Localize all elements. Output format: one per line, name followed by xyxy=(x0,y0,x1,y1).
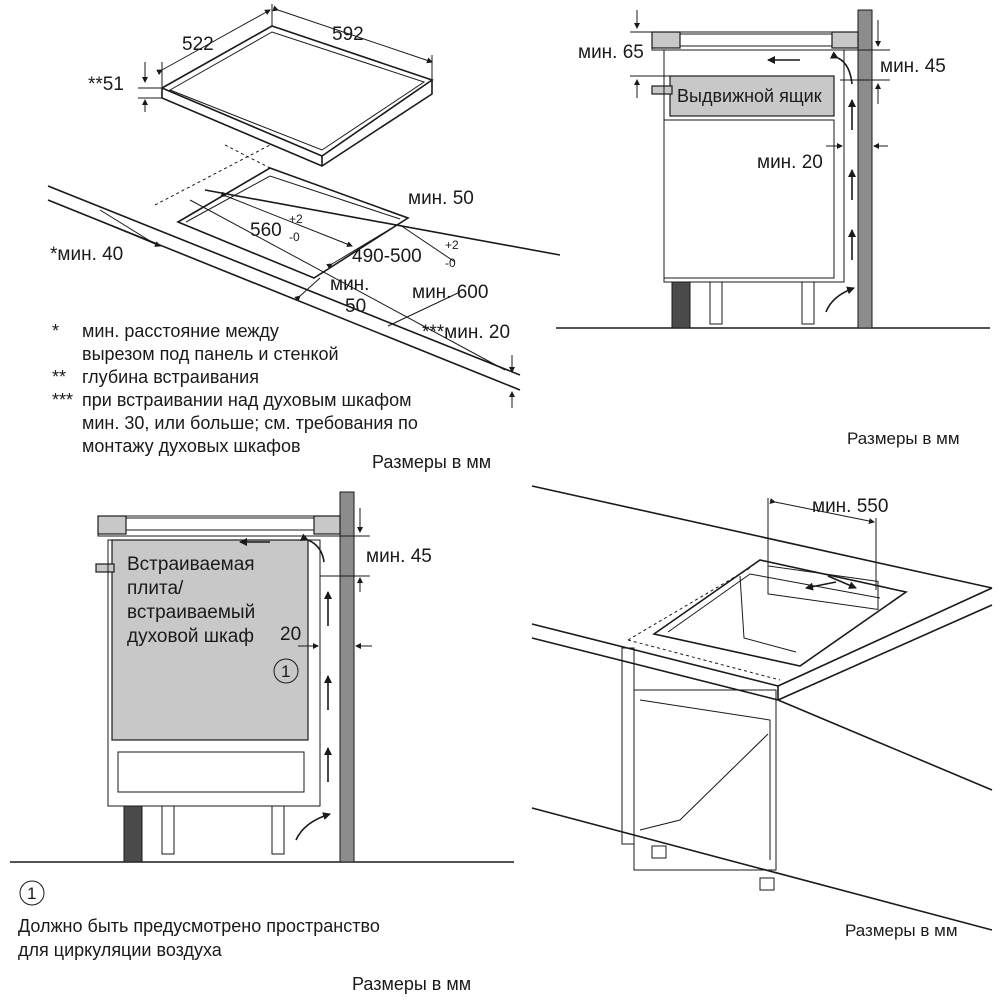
dim-min-50-front: мин. xyxy=(330,274,369,295)
footnote-mark: ** xyxy=(52,367,67,387)
footnote-text: мин. 30, или больше; см. требования по xyxy=(82,413,418,433)
footnote-line: вырезом под панель и стенкой xyxy=(52,343,418,366)
dim-490-500: 490-500 xyxy=(352,246,422,267)
wall xyxy=(339,491,355,863)
dim-min-50-front-value: 50 xyxy=(345,296,366,317)
units-label-bottom-right: Размеры в мм xyxy=(845,921,958,940)
footnote-line: мин. 30, или больше; см. требования по xyxy=(52,412,418,435)
cutout xyxy=(154,144,410,279)
footnote-mark: *** xyxy=(52,390,74,410)
dim-592: 592 xyxy=(332,24,364,45)
units-label-top-right: Размеры в мм xyxy=(847,429,960,448)
note-line-1: Должно быть предусмотрено пространство xyxy=(18,916,380,936)
panel-oven-install: Встраиваемая плита/ встраиваемый духовой… xyxy=(10,491,514,994)
footnote-line: * мин. расстояние между xyxy=(52,320,418,343)
drawer xyxy=(669,75,835,117)
dim-51: **51 xyxy=(88,74,124,95)
dim-490-tol-plus: +2 xyxy=(445,238,459,252)
panel-drawer-install: мин. 65 мин. 45 Выдвижной ящик мин. 20 Р… xyxy=(556,9,990,448)
dim-560-tol-minus: -0 xyxy=(289,230,300,244)
panel-cabinet-cutout: мин. 550 Размеры в мм xyxy=(531,485,993,940)
dim-min-40: *мин. 40 xyxy=(50,244,123,265)
units-label-bottom-left: Размеры в мм xyxy=(352,974,471,994)
wall xyxy=(857,9,873,329)
footnote-text: монтажу духовых шкафов xyxy=(82,436,301,456)
oven-label-4: духовой шкаф xyxy=(127,626,254,647)
dim-20: 20 xyxy=(280,624,301,645)
drawer-label: Выдвижной ящик xyxy=(677,86,822,106)
panel-hob-cutout: 522 592 **51 560 +2 -0 490-500 +2 -0 мин… xyxy=(47,4,561,408)
note-line-2: для циркуляции воздуха xyxy=(18,940,223,960)
dim-560: 560 xyxy=(250,220,282,241)
dim-522: 522 xyxy=(182,34,214,55)
footnote-line: ** глубина встраивания xyxy=(52,366,418,389)
units-label-top-left: Размеры в мм xyxy=(372,452,492,472)
dim-min-550: мин. 550 xyxy=(812,496,888,517)
oven-label-2: плита/ xyxy=(127,578,184,599)
footnote-legend: * мин. расстояние между вырезом под панел… xyxy=(52,320,418,458)
footnote-line: монтажу духовых шкафов xyxy=(52,435,418,458)
footnote-text: вырезом под панель и стенкой xyxy=(82,344,339,364)
dim-min-20: мин. 20 xyxy=(757,152,823,173)
dim-min-45: мин. 45 xyxy=(366,546,432,567)
footnote-line: *** при встраивании над духовым шкафом xyxy=(52,389,418,412)
oven-label-3: встраиваемый xyxy=(127,602,255,623)
dim-560-tol-plus: +2 xyxy=(289,212,303,226)
footnote-text: глубина встраивания xyxy=(82,367,259,387)
dim-min-65: мин. 65 xyxy=(578,42,644,63)
marker-number: 1 xyxy=(281,662,290,681)
dim-min-20: ***мин. 20 xyxy=(422,322,510,343)
footnote-mark: * xyxy=(52,321,60,341)
oven xyxy=(111,539,309,741)
dim-min-600: мин. 600 xyxy=(412,282,488,303)
note-marker-number: 1 xyxy=(27,884,36,903)
footnote-text: при встраивании над духовым шкафом xyxy=(82,390,412,410)
dim-490-tol-minus: -0 xyxy=(445,256,456,270)
hob-cutout xyxy=(652,559,908,667)
dim-min-45: мин. 45 xyxy=(880,56,946,77)
oven-label-1: Встраиваемая xyxy=(127,554,255,575)
dim-min-50-right: мин. 50 xyxy=(408,188,474,209)
marker-circle xyxy=(273,658,299,684)
footnote-text: мин. расстояние между xyxy=(82,321,279,341)
note-marker-circle xyxy=(19,880,45,906)
